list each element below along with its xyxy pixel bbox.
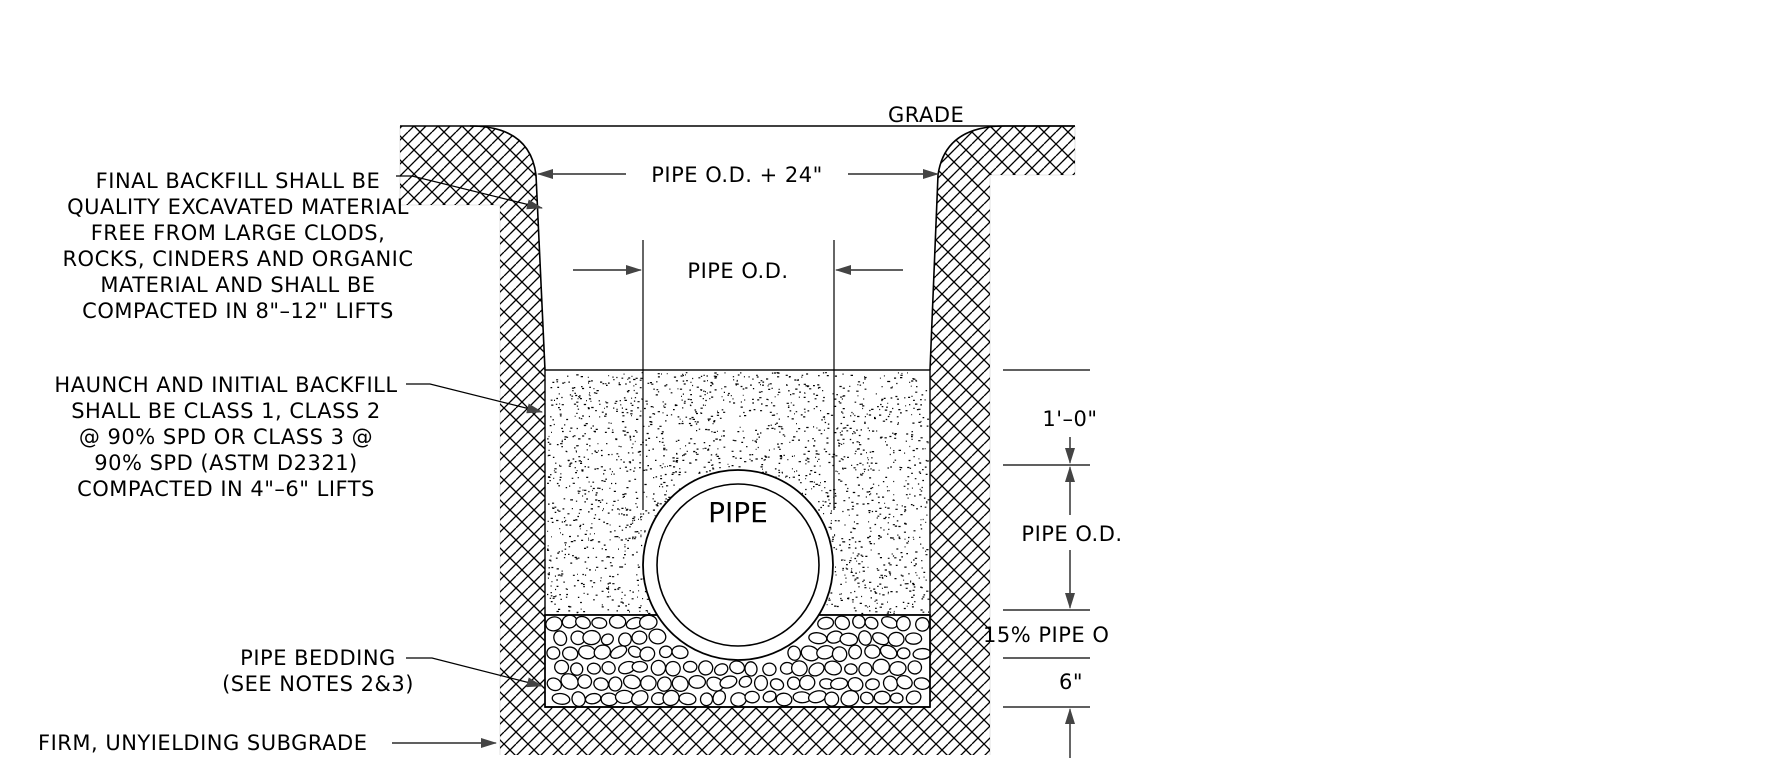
svg-text:90% SPD (ASTM D2321): 90% SPD (ASTM D2321) — [94, 451, 358, 475]
leader-pipe-bedding — [406, 657, 543, 688]
svg-text:COMPACTED IN 4"–6" LIFTS: COMPACTED IN 4"–6" LIFTS — [77, 477, 375, 501]
gravel-fill — [545, 614, 932, 708]
svg-text:HAUNCH AND INITIAL BACKFILL: HAUNCH AND INITIAL BACKFILL — [54, 373, 397, 397]
bedding-pct-label: 15% PIPE O — [983, 623, 1109, 647]
native-soil-boundary — [399, 126, 1076, 755]
leader-haunch-backfill — [406, 383, 543, 414]
svg-text:COMPACTED IN 8"–12" LIFTS: COMPACTED IN 8"–12" LIFTS — [82, 299, 394, 323]
svg-text:MATERIAL AND SHALL BE: MATERIAL AND SHALL BE — [100, 273, 375, 297]
pipe-od-horizontal-label: PIPE O.D. — [687, 259, 788, 283]
cover-depth-label: 1'–0" — [1042, 407, 1097, 431]
svg-text:SHALL BE CLASS 1, CLASS 2: SHALL BE CLASS 1, CLASS 2 — [71, 399, 381, 423]
trench-top-width-label: PIPE O.D. + 24" — [651, 163, 823, 187]
bedding-depth-label: 6" — [1059, 670, 1083, 694]
note-pipe-bedding: PIPE BEDDING (SEE NOTES 2&3) — [222, 646, 414, 696]
trench-wall-right — [929, 174, 939, 371]
pipe-inner-wall — [656, 483, 820, 647]
note-final-backfill: FINAL BACKFILL SHALL BE QUALITY EXCAVATE… — [62, 169, 413, 323]
svg-text:FINAL BACKFILL SHALL BE: FINAL BACKFILL SHALL BE — [96, 169, 381, 193]
grade-label: GRADE — [888, 103, 964, 127]
leader-final-backfill — [396, 175, 543, 210]
note-subgrade: FIRM, UNYIELDING SUBGRADE — [38, 731, 367, 755]
native-soil — [400, 126, 1075, 755]
svg-text:PIPE BEDDING: PIPE BEDDING — [240, 646, 396, 670]
svg-text:(SEE NOTES 2&3): (SEE NOTES 2&3) — [222, 672, 414, 696]
svg-text:ROCKS, CINDERS AND ORGANIC: ROCKS, CINDERS AND ORGANIC — [62, 247, 413, 271]
svg-text:QUALITY EXCAVATED MATERIAL: QUALITY EXCAVATED MATERIAL — [67, 195, 409, 219]
final-backfill-zone — [536, 175, 938, 370]
svg-text:FREE FROM LARGE CLODS,: FREE FROM LARGE CLODS, — [91, 221, 386, 245]
pipe-od-vertical-label: PIPE O.D. — [1021, 522, 1122, 546]
note-haunch-backfill: HAUNCH AND INITIAL BACKFILL SHALL BE CLA… — [54, 373, 397, 501]
svg-text:@ 90% SPD OR CLASS 3 @: @ 90% SPD OR CLASS 3 @ — [79, 425, 373, 449]
pipe-label: PIPE — [708, 496, 768, 529]
